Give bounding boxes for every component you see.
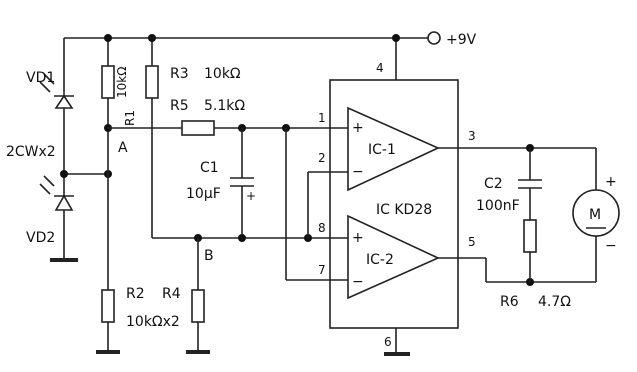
ic1-plus-sign: + <box>352 120 364 136</box>
motor-plus: + <box>605 174 617 190</box>
pin-4-label: 4 <box>376 61 384 75</box>
vd1-label: VD1 <box>26 70 55 86</box>
pin-2-label: 2 <box>318 151 326 165</box>
ic-chip-label: IC KD28 <box>376 202 432 218</box>
r3-value: 10kΩ <box>204 66 241 82</box>
supply-terminal <box>427 31 441 45</box>
diode-vd1 <box>39 73 74 150</box>
c2-label: C2 <box>484 176 503 192</box>
motor-minus: − <box>605 238 617 254</box>
pin-7-label: 7 <box>318 263 326 277</box>
pin-3-label: 3 <box>468 129 476 143</box>
r5-value: 5.1kΩ <box>204 98 245 114</box>
motor <box>572 189 620 237</box>
resistor-r6 <box>523 219 537 253</box>
r4-label: R4 <box>162 286 181 302</box>
ic2-minus-sign: − <box>352 274 364 290</box>
r2-label: R2 <box>126 286 145 302</box>
r6-value: 4.7Ω <box>538 294 571 310</box>
ic1-label: IC-1 <box>368 142 396 158</box>
r1-label: R1 <box>123 110 137 126</box>
r5-label: R5 <box>170 98 189 114</box>
r1-value: 10kΩ <box>115 67 129 98</box>
r6-label: R6 <box>500 294 519 310</box>
resistor-r2 <box>101 289 115 323</box>
motor-label: M <box>589 207 601 223</box>
ic1-minus-sign: − <box>352 164 364 180</box>
resistor-r5 <box>181 120 215 136</box>
node-b-label: B <box>204 248 214 264</box>
vd2-label: VD2 <box>26 230 55 246</box>
pin-1-label: 1 <box>318 111 326 125</box>
diode-vd2 <box>39 150 78 262</box>
supply-voltage-label: +9V <box>446 32 477 48</box>
ic2-comparator: + − IC-2 <box>347 214 440 300</box>
resistor-r1 <box>101 65 115 99</box>
pin-5-label: 5 <box>468 235 476 249</box>
c1-label: C1 <box>200 160 219 176</box>
supply-rail: +9V <box>63 31 477 100</box>
c1-polarity: + <box>246 189 256 203</box>
r3-label: R3 <box>170 66 189 82</box>
resistor-r4 <box>191 289 205 323</box>
ic1-comparator: + − IC-1 <box>347 106 440 192</box>
r2-value: 10kΩx2 <box>126 314 180 330</box>
ic2-plus-sign: + <box>352 230 364 246</box>
diode-type-label: 2CWx2 <box>6 144 56 160</box>
resistor-r3 <box>145 65 159 99</box>
c2-value: 100nF <box>476 198 520 214</box>
c1-value: 10μF <box>186 186 221 202</box>
pin-6-label: 6 <box>384 335 392 349</box>
node-a-label: A <box>118 140 128 156</box>
pin-8-label: 8 <box>318 221 326 235</box>
ic2-label: IC-2 <box>366 252 394 268</box>
